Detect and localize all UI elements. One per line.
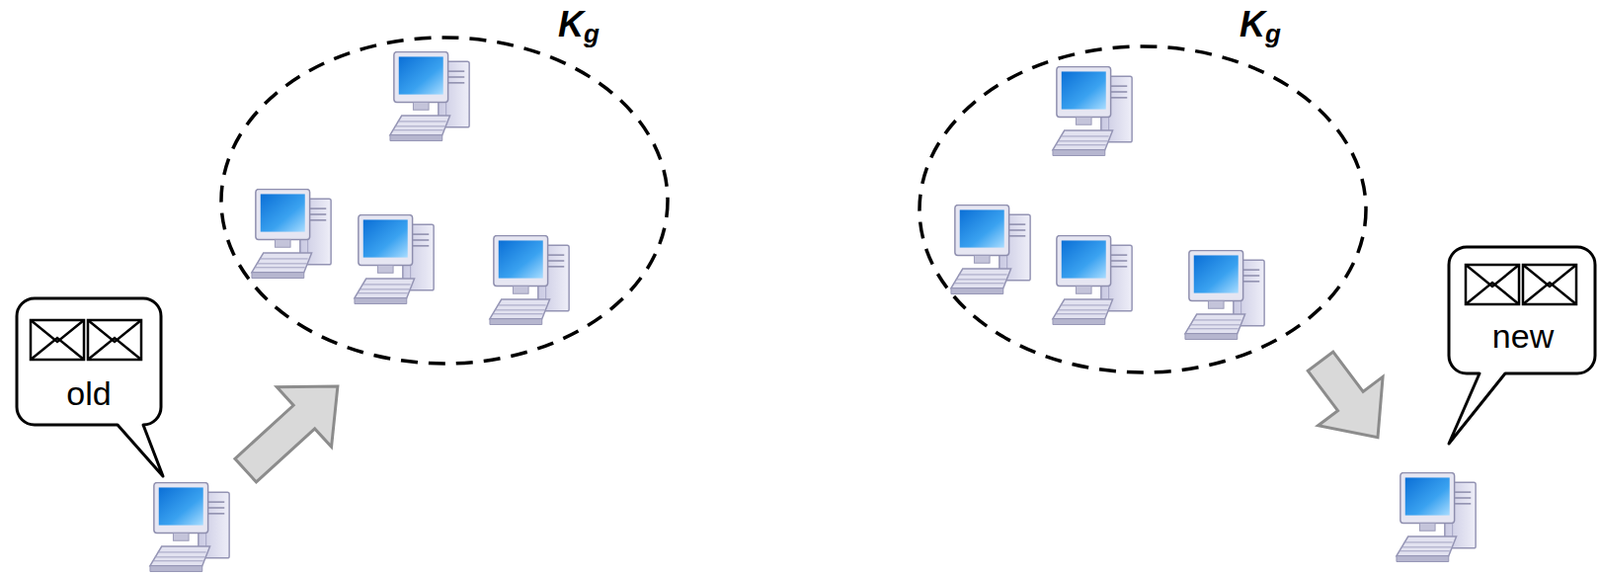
speech-bubble: new bbox=[1392, 244, 1598, 571]
group-key-label: Kg bbox=[558, 4, 600, 54]
computer-icon bbox=[1052, 67, 1132, 157]
computer-icon bbox=[1052, 236, 1132, 325]
computer-icon bbox=[951, 205, 1031, 295]
computer-icon bbox=[1185, 250, 1265, 340]
computer-icon bbox=[390, 52, 470, 142]
dashed-ellipse bbox=[219, 35, 670, 366]
speech-bubble-outline bbox=[14, 296, 242, 575]
group-ellipse: Kg bbox=[219, 35, 670, 366]
envelope-symbol bbox=[87, 320, 142, 360]
computer-icon bbox=[251, 189, 331, 279]
group-ellipse: Kg bbox=[917, 44, 1368, 375]
computer-icon bbox=[489, 236, 569, 325]
envelope-symbol bbox=[1522, 264, 1577, 305]
dashed-ellipse bbox=[917, 44, 1368, 375]
group-key-label: Kg bbox=[1239, 4, 1281, 54]
computer-icon bbox=[150, 482, 230, 572]
computer-icon bbox=[354, 215, 434, 305]
message-state-label: old bbox=[14, 373, 163, 413]
computer-group bbox=[150, 52, 1476, 572]
ellipse-border bbox=[221, 37, 668, 364]
speech-bubble-outline bbox=[1392, 244, 1598, 571]
block-arrow bbox=[1307, 351, 1383, 438]
ellipse-border bbox=[919, 46, 1366, 373]
envelope-symbol bbox=[1465, 264, 1520, 305]
block-arrow bbox=[235, 386, 338, 482]
envelope-symbol bbox=[30, 320, 84, 360]
speech-bubble: old bbox=[14, 296, 242, 575]
message-state-label: new bbox=[1448, 316, 1598, 356]
computer-icon bbox=[1396, 473, 1476, 562]
